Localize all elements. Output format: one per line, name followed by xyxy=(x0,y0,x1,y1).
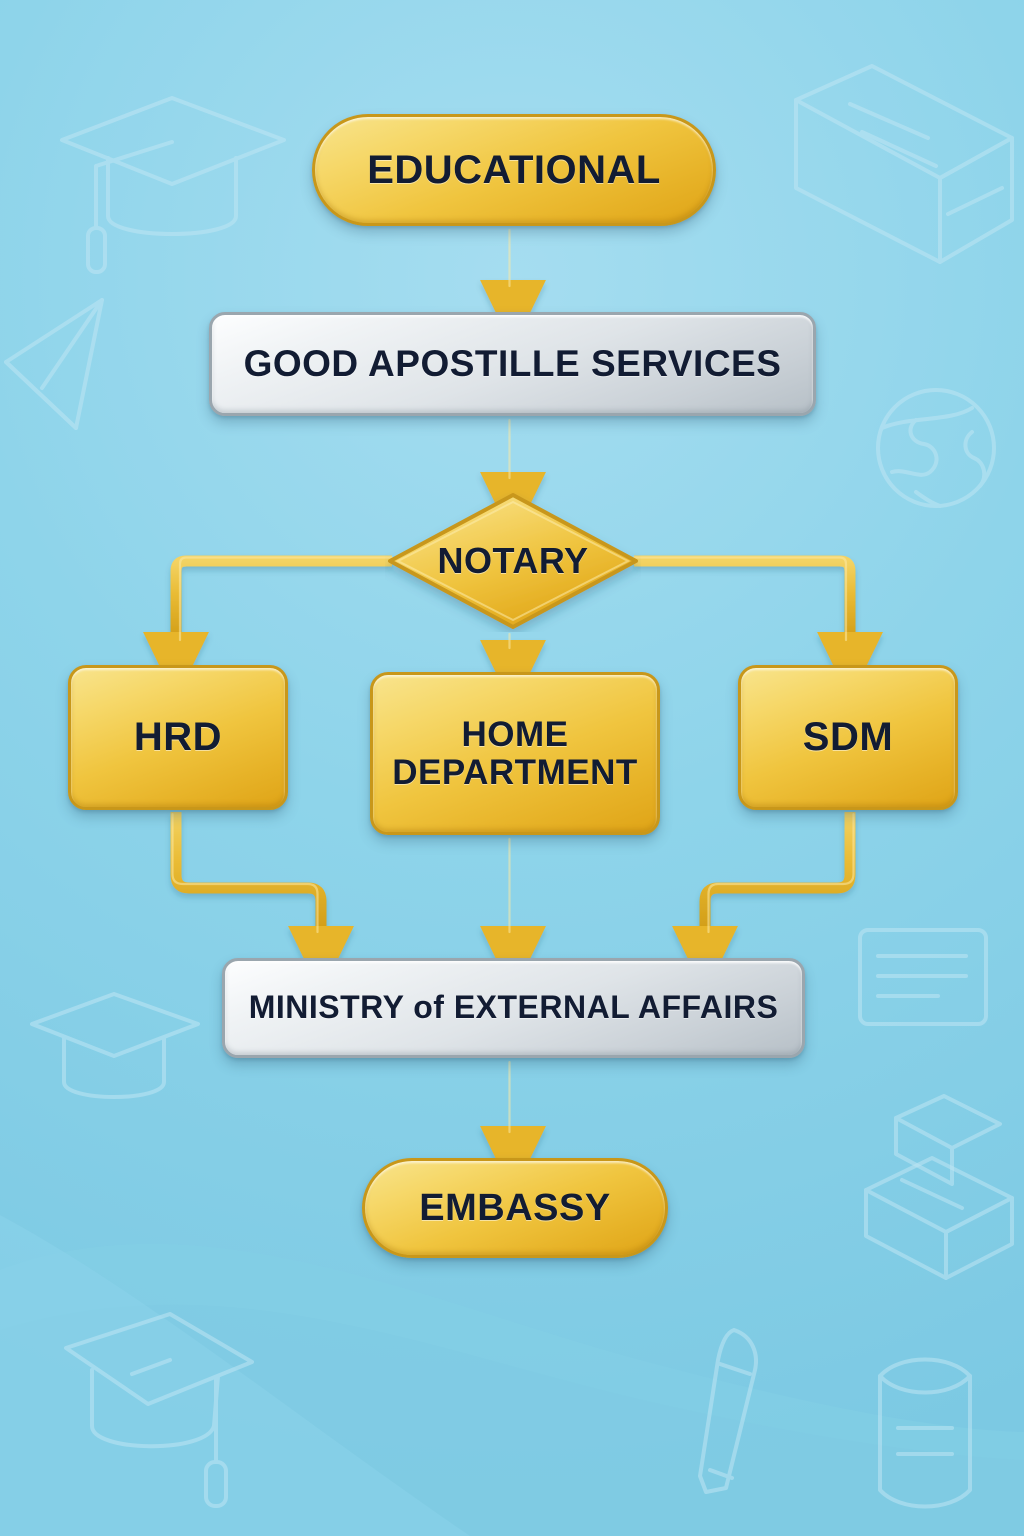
edge-notary-hrd xyxy=(143,555,392,701)
node-educational[interactable]: EDUCATIONAL xyxy=(312,114,716,226)
node-hrd-label: HRD xyxy=(133,715,223,760)
node-embassy-label: EMBASSY xyxy=(419,1186,611,1229)
edge-hrd-mea xyxy=(170,812,354,995)
node-embassy[interactable]: EMBASSY xyxy=(362,1158,668,1258)
node-notary[interactable]: NOTARY xyxy=(385,490,641,632)
node-home-department-label: HOME DEPARTMENT xyxy=(392,716,637,790)
edge-sdm-mea xyxy=(672,812,856,995)
node-home-department-line1: HOME xyxy=(461,715,569,755)
node-sdm-label: SDM xyxy=(802,715,894,760)
node-hrd[interactable]: HRD xyxy=(68,665,288,810)
edge-notary-sdm xyxy=(634,555,883,701)
node-sdm[interactable]: SDM xyxy=(738,665,958,810)
node-service-label: GOOD APOSTILLE SERVICES xyxy=(243,343,782,385)
node-ministry-of-external-affairs[interactable]: MINISTRY of EXTERNAL AFFAIRS xyxy=(222,958,805,1058)
node-home-department-line2: DEPARTMENT xyxy=(392,752,638,792)
node-educational-label: EDUCATIONAL xyxy=(367,147,661,192)
node-good-apostille-services[interactable]: GOOD APOSTILLE SERVICES xyxy=(209,312,816,416)
node-home-department[interactable]: HOME DEPARTMENT xyxy=(370,672,660,835)
node-mea-label: MINISTRY of EXTERNAL AFFAIRS xyxy=(248,989,779,1026)
node-notary-label: NOTARY xyxy=(437,540,589,581)
diamond-shape xyxy=(388,493,638,629)
connector-highlight xyxy=(171,228,855,1134)
